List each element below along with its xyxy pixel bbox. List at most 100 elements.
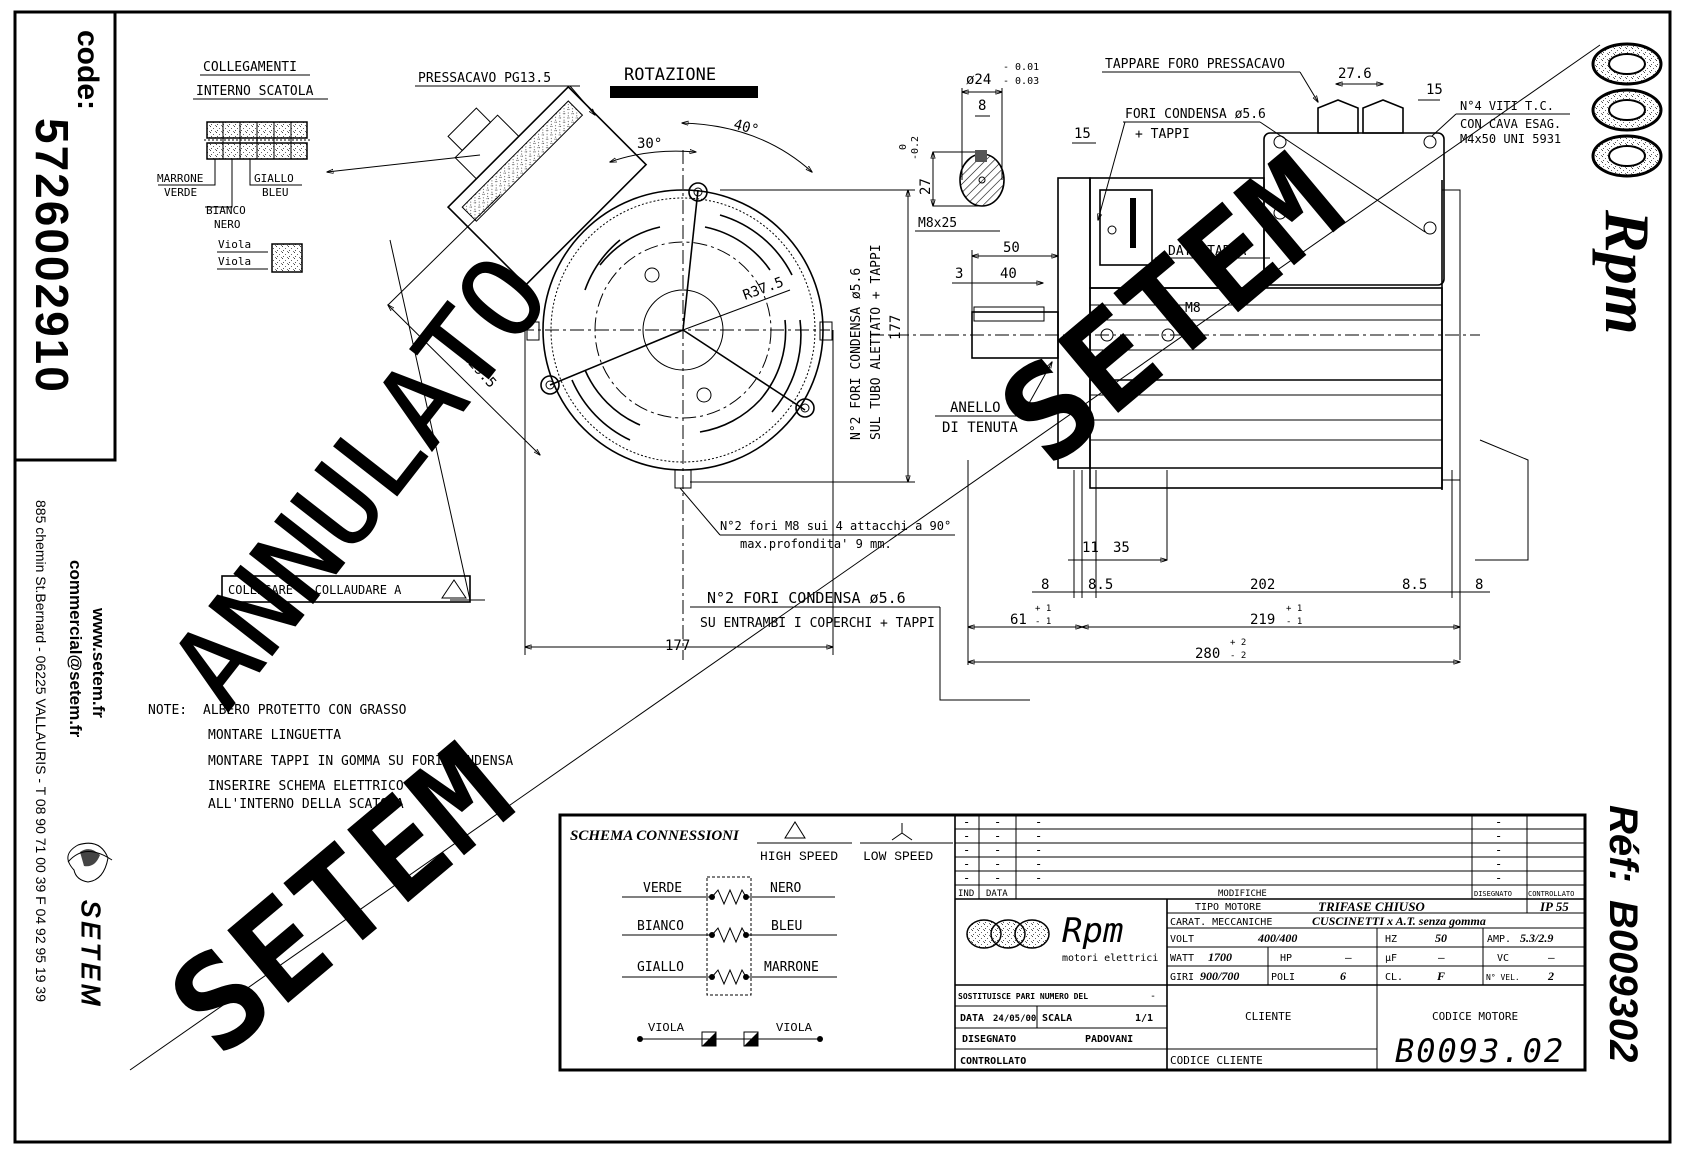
notes: NOTE: ALBERO PROTETTO CON GRASSO MONTARE… <box>148 703 513 812</box>
scala-value: 1/1 <box>1135 1013 1153 1024</box>
carat-value: CUSCINETTI x A.T. senza gomma <box>1312 914 1486 928</box>
winding-rows <box>622 888 837 986</box>
rev-4-dis: - <box>1495 857 1502 871</box>
dim-8-left: 8 <box>1041 577 1049 593</box>
title-block: Rpm motori elettrici TIPO MOTORE TRIFASE… <box>955 899 1585 1070</box>
rev-5-ind: - <box>963 871 970 885</box>
pressacavo-label: PRESSACAVO PG13.5 <box>418 71 551 86</box>
vc-label: VC <box>1497 953 1509 964</box>
rev-3-ind: - <box>963 843 970 857</box>
watermark-setem-right: SETEM <box>972 126 1369 494</box>
label-viola-2: Viola <box>218 255 251 268</box>
delta-icon <box>441 579 467 599</box>
angle-40-label: 40° <box>732 117 761 139</box>
dim-8-right: 8 <box>1475 577 1483 593</box>
rev-3-dis: - <box>1495 843 1502 857</box>
company-address: 885 chemin St.Bernard - 06225 VALLAURIS … <box>33 500 49 1002</box>
watt-label: WATT <box>1170 953 1194 964</box>
note-item-2: MONTARE LINGUETTA <box>208 728 341 743</box>
label-bleu: BLEU <box>262 186 289 199</box>
rev-5-dis: - <box>1495 871 1502 885</box>
shaft-diameter: ø24 <box>966 72 991 88</box>
note-item-3: MONTARE TAPPI IN GOMMA SU FORI CONDENSA <box>208 754 513 769</box>
fori-m8-note-1: N°2 fori M8 sui 4 attacchi a 90° <box>720 519 951 533</box>
dim-15-top-left: 15 <box>1074 126 1091 142</box>
shaft-tol-lower: - 0.03 <box>1003 76 1039 87</box>
code-label: code: <box>71 30 104 110</box>
rpm-title-subtitle: motori elettrici <box>1062 953 1158 964</box>
fori-coperchi-note-2: SU ENTRAMBI I COPERCHI + TAPPI <box>700 616 935 631</box>
rev-3-mod: - <box>1035 843 1042 857</box>
dim-8-5-right: 8.5 <box>1402 577 1427 593</box>
rev-1-mod: - <box>1035 815 1042 829</box>
rpm-brand-rotated: Rpm <box>1592 209 1663 334</box>
shaft-detail: - 0.01 ø24 - 0.03 8 27 -0.2 0 M8x25 <box>898 62 1039 232</box>
viti-label-2: CON CAVA ESAG. <box>1460 117 1561 131</box>
rotazione-label: ROTAZIONE <box>624 65 716 85</box>
schema-row-1-left: VERDE <box>643 881 682 896</box>
tipo-motore-label: TIPO MOTORE <box>1195 902 1261 913</box>
label-viola-1: Viola <box>218 238 251 251</box>
rev-1-data: - <box>994 815 1001 829</box>
note-item-1: ALBERO PROTETTO CON GRASSO <box>203 703 407 718</box>
shaft-height: 27 <box>918 178 934 195</box>
drawing-frame <box>13 10 1672 1144</box>
poli-label: POLI <box>1271 972 1295 983</box>
watt-value: 1700 <box>1208 950 1232 964</box>
schema-row-2-right: BLEU <box>771 919 802 934</box>
rev-header-controllato: CONTROLLATO <box>1528 890 1574 898</box>
ip-value: IP 55 <box>1539 899 1569 914</box>
dim-50: 50 <box>1003 240 1020 256</box>
collegamenti-title-1: COLLEGAMENTI <box>203 60 297 75</box>
revisions-table: - - - - - - - - - - - - - - - - - - - - … <box>955 815 1585 900</box>
star-low-speed-icon <box>891 823 913 841</box>
rev-2-data: - <box>994 829 1001 843</box>
schema-row-1-right: NERO <box>770 881 801 896</box>
email-link[interactable]: commercial@setem.fr <box>66 560 85 738</box>
data-value: 24/05/00 <box>993 1014 1036 1024</box>
website-link[interactable]: www.setem.fr <box>89 607 108 718</box>
schema-row-2-left: BIANCO <box>637 919 684 934</box>
rev-2-mod: - <box>1035 829 1042 843</box>
terminal-block-icon <box>204 121 311 160</box>
note-item-4: INSERIRE SCHEMA ELETTRICO <box>208 779 404 794</box>
dim-27-6: 27.6 <box>1338 66 1372 82</box>
radius-label: R37.5 <box>741 274 786 303</box>
shaft-key-width: 8 <box>978 98 986 114</box>
capacitor-icon <box>701 1031 759 1047</box>
nvel-value: 2 <box>1547 969 1554 983</box>
rpm-title-logo-icon <box>966 919 1050 949</box>
rev-header-data: DATA <box>986 889 1008 899</box>
carat-label: CARAT. MECCANICHE <box>1170 917 1272 928</box>
dim-35: 35 <box>1113 540 1130 556</box>
dim-280: 280 <box>1195 646 1220 662</box>
schema-title: SCHEMA CONNESSIONI <box>570 828 740 844</box>
angle-30-label: 30° <box>637 136 662 152</box>
nvel-label: N° VEL. <box>1486 973 1520 982</box>
scala-label: SCALA <box>1042 1013 1072 1024</box>
code-value: 5726002910 <box>26 118 78 394</box>
collegare-label: COLLEGARE E COLLAUDARE A <box>228 583 402 597</box>
shaft-height-tol-upper: 0 <box>898 144 909 150</box>
rev-4-ind: - <box>963 857 970 871</box>
dim-3: 3 <box>955 266 963 282</box>
hz-value: 50 <box>1435 931 1447 945</box>
code-label-group: code: <box>71 30 104 110</box>
dim-280-tol-up: + 2 <box>1230 638 1246 648</box>
ref-value: B009302 <box>1601 900 1645 1062</box>
sostituisce-value: - <box>1150 991 1156 1002</box>
code-box <box>13 10 117 462</box>
schema-row-3-left: GIALLO <box>637 960 684 975</box>
shaft-tol-upper: - 0.01 <box>1003 62 1039 73</box>
rev-header-modifiche: MODIFICHE <box>1218 889 1267 899</box>
cliente-label: CLIENTE <box>1245 1010 1291 1023</box>
uf-label: µF <box>1385 953 1397 964</box>
dim-177-horizontal: 177 <box>665 638 690 654</box>
volt-value: 400/400 <box>1257 931 1297 945</box>
nameplate <box>1099 189 1153 266</box>
disegnato-value: PADOVANI <box>1085 1034 1133 1045</box>
dim-40: 40 <box>1000 266 1017 282</box>
uf-value: — <box>1438 951 1445 964</box>
side-view: TAPPARE FORO PRESSACAVO 27.6 15 FORI CON… <box>870 57 1570 665</box>
